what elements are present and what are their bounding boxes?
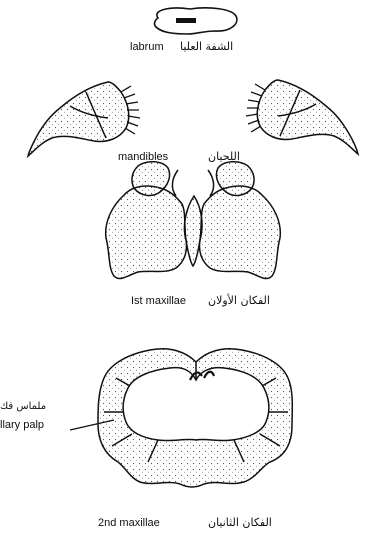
labrum-shape (155, 8, 237, 34)
labrum-label-ar: الشفة العليا (180, 41, 233, 52)
left-mandible-shape (28, 82, 129, 156)
first-maxillae-label-en: Ist maxillae (131, 296, 186, 307)
first-maxillae-shape (106, 162, 281, 279)
mandibles-label-ar: اللحيان (208, 151, 240, 162)
mandibles-label-en: mandibles (118, 152, 168, 163)
palp-label-ar: ملماس فك (0, 402, 46, 412)
first-maxillae-label-ar: الفكان الأولان (208, 295, 270, 306)
second-maxillae-label-ar: الفكان الثانيان (208, 517, 272, 528)
second-maxillae-label-en: 2nd maxillae (98, 518, 160, 529)
second-maxillae-shape (98, 349, 292, 487)
labrum-label-en: labrum (130, 42, 164, 53)
palp-label-en: llary palp (0, 420, 44, 431)
right-mandible-shape (257, 80, 358, 154)
